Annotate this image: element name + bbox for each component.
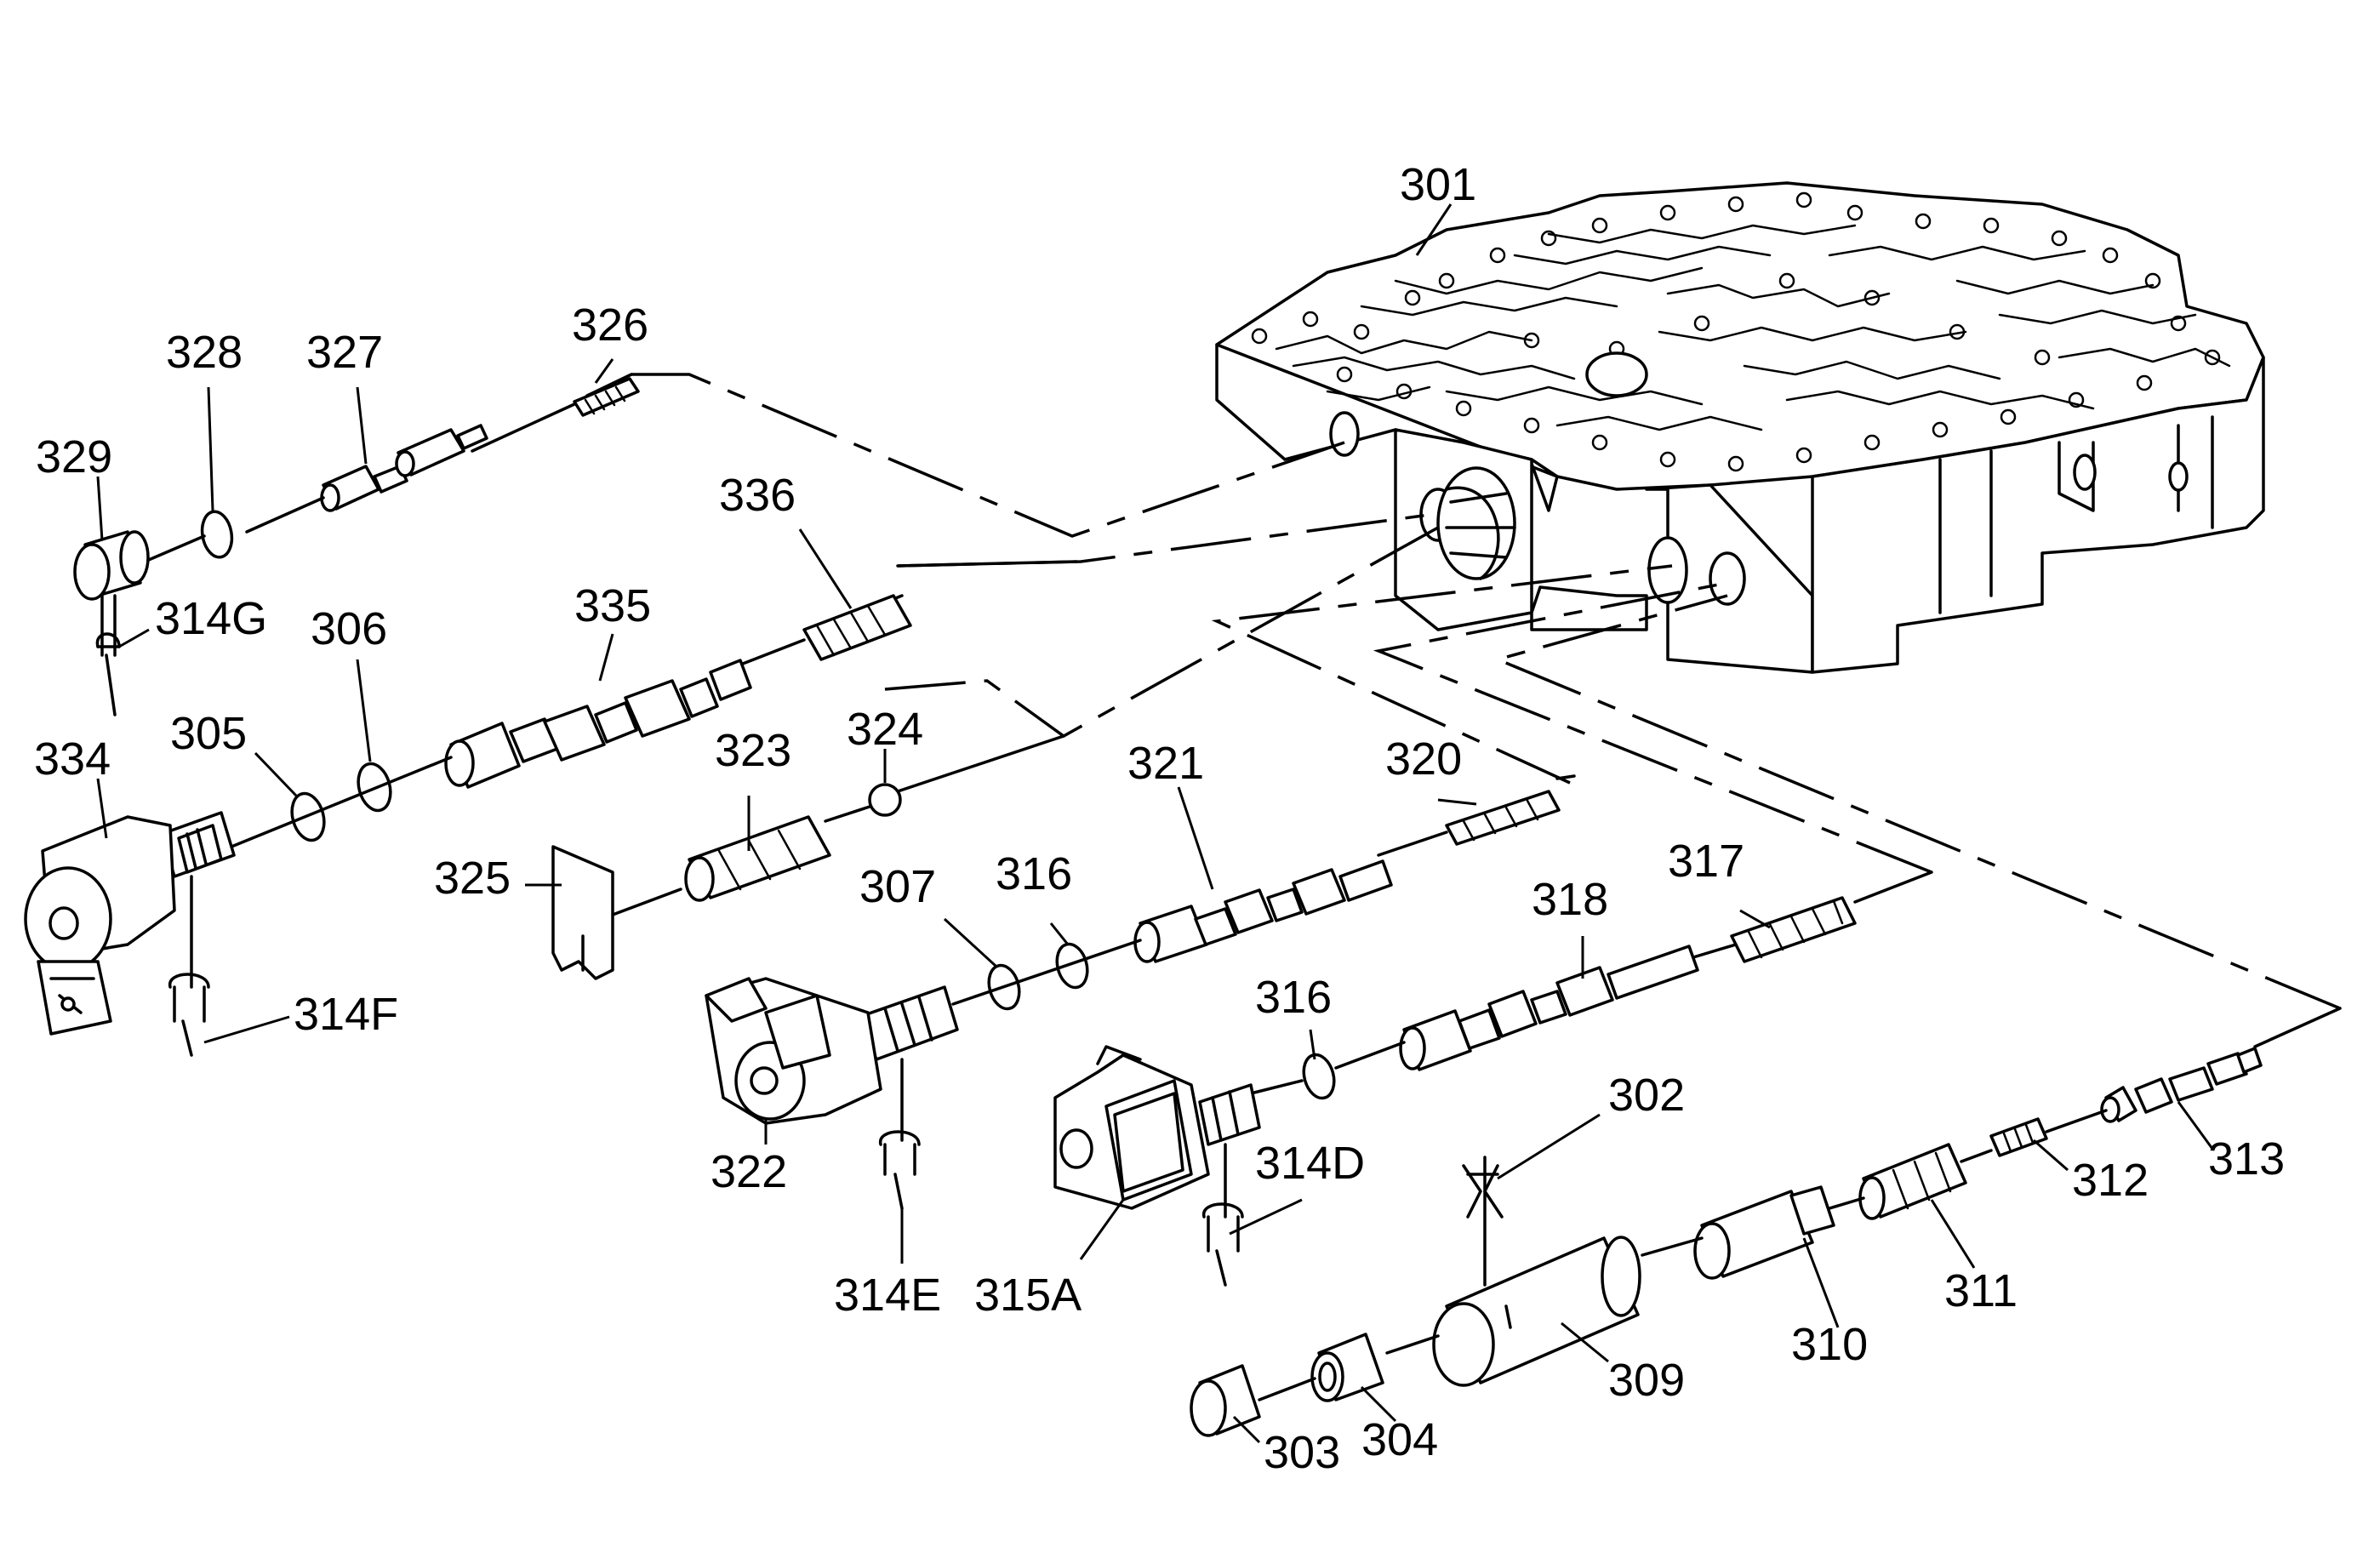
callout-324: 324 (847, 704, 923, 755)
callout-301: 301 (1400, 159, 1476, 210)
callout-321: 321 (1127, 738, 1204, 789)
valve-310 (1693, 1185, 1865, 1280)
callout-306: 306 (311, 603, 387, 654)
callout-labels: 301 326 327 328 329 314G 336 335 306 305… (34, 159, 2285, 1478)
callout-314F: 314F (294, 989, 398, 1040)
ring-328 (200, 496, 325, 559)
retainer-325 (551, 845, 682, 980)
callout-303: 303 (1264, 1427, 1340, 1478)
callout-335: 335 (574, 580, 651, 631)
clip-314F (168, 875, 210, 1057)
valve-body-301 (1215, 181, 2265, 674)
spring-320 (1445, 774, 1576, 846)
callout-305: 305 (170, 708, 247, 759)
callout-325: 325 (434, 853, 511, 904)
plug-303 (1190, 1364, 1316, 1437)
callout-307: 307 (859, 861, 936, 912)
solenoid-322 (705, 977, 959, 1125)
callout-328: 328 (166, 327, 243, 378)
plug-329 (73, 530, 206, 601)
ball-324 (868, 734, 1065, 817)
leader-lines (96, 203, 2214, 1444)
ring-316-lower (1302, 1041, 1406, 1100)
callout-309: 309 (1608, 1355, 1685, 1406)
spring-317 (1730, 870, 1933, 963)
clip-314D (1202, 1143, 1244, 1287)
callout-323: 323 (715, 725, 791, 776)
callout-313: 313 (2208, 1133, 2285, 1184)
callout-315A: 315A (974, 1270, 1082, 1321)
callout-314G: 314G (155, 593, 267, 644)
solenoid-334 (24, 811, 236, 1036)
callout-336: 336 (719, 470, 796, 521)
callout-304: 304 (1361, 1414, 1438, 1465)
valve-335 (444, 638, 806, 789)
spring-312 (1989, 1109, 2108, 1157)
callout-316-upper: 316 (996, 848, 1072, 899)
callout-329: 329 (36, 431, 112, 482)
callout-327: 327 (306, 327, 383, 378)
callout-302: 302 (1608, 1070, 1685, 1121)
clip-314G (95, 594, 121, 716)
callout-326: 326 (572, 300, 648, 351)
callout-316-lower: 316 (1255, 972, 1332, 1023)
callout-314D: 314D (1255, 1138, 1365, 1189)
spring-326 (573, 373, 640, 417)
spring-323 (684, 805, 871, 902)
callout-322: 322 (711, 1146, 787, 1197)
clip-302 (1462, 1156, 1504, 1287)
axis-line-322 (951, 939, 1142, 1006)
callout-320: 320 (1385, 733, 1462, 785)
callout-314E: 314E (834, 1270, 941, 1321)
valve-318 (1399, 943, 1738, 1071)
valve-327 (320, 402, 576, 512)
axis-line-334 (230, 756, 453, 848)
solenoid-315A (1053, 1045, 1304, 1210)
spring-336 (802, 560, 1078, 661)
callout-311: 311 (1944, 1265, 2018, 1316)
callout-317: 317 (1668, 836, 1744, 887)
ring-316-upper (1055, 942, 1089, 990)
bushing-304 (1310, 1333, 1440, 1402)
clip-314E (879, 1058, 921, 1210)
alignment-lines (631, 373, 2341, 1010)
callout-318: 318 (1532, 874, 1608, 925)
callout-310: 310 (1791, 1319, 1868, 1370)
callout-334: 334 (34, 733, 111, 785)
callout-312: 312 (2072, 1155, 2149, 1206)
valve-313 (2100, 1007, 2342, 1123)
valve-321 (1133, 831, 1448, 963)
sleeve-309 (1432, 1236, 1704, 1387)
spring-311 (1858, 1143, 1993, 1220)
